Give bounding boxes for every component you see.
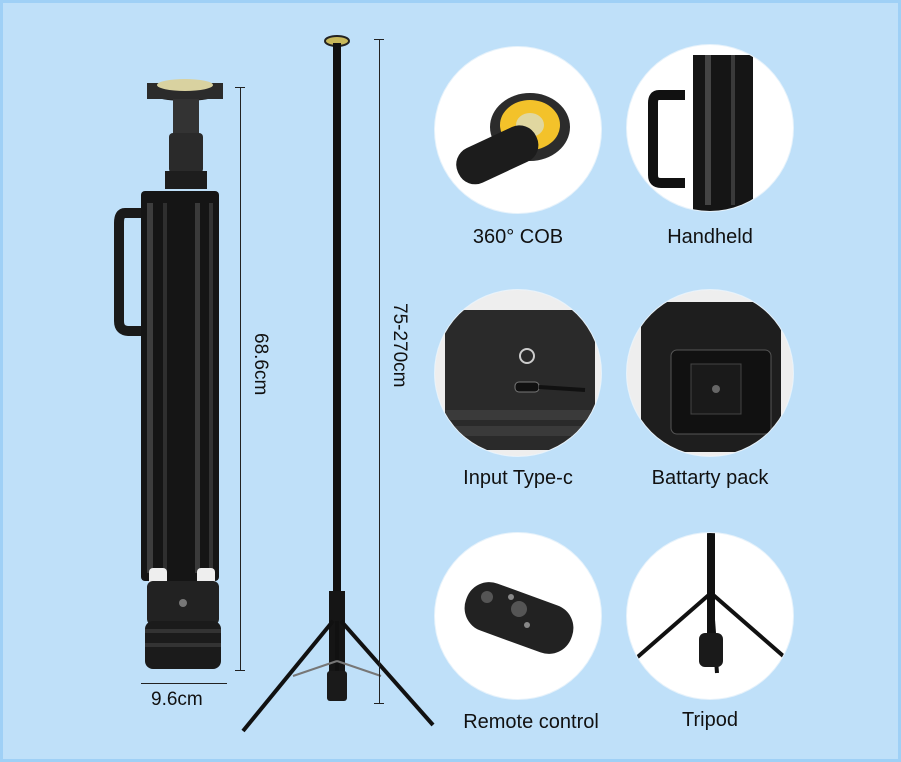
battery-pack-photo — [627, 290, 793, 456]
height-extended-label: 75-270cm — [389, 303, 410, 388]
feature-caption-cob: 360° COB — [472, 226, 564, 248]
height-dimension-tick-top — [235, 87, 245, 88]
extended-pole-illustration — [241, 35, 435, 733]
feature-caption-battery: Battarty pack — [651, 467, 769, 489]
extended-height-dimension-line — [379, 39, 380, 703]
remote-control-photo — [435, 533, 601, 699]
width-label: 9.6cm — [151, 689, 203, 710]
feature-caption-remote: Remote control — [463, 711, 599, 733]
feature-caption-handheld: Handheld — [667, 226, 753, 248]
extended-height-tick-bottom — [374, 703, 384, 704]
tripod-photo — [627, 533, 793, 699]
height-dimension-tick-bottom — [235, 670, 245, 671]
feature-caption-tripod: Tripod — [682, 709, 738, 731]
width-dimension-line — [141, 683, 227, 684]
extended-height-tick-top — [374, 39, 384, 40]
cob-light-photo — [435, 47, 601, 213]
height-dimension-line — [240, 87, 241, 670]
folded-light-illustration — [114, 79, 223, 669]
type-c-port-photo — [435, 290, 601, 456]
feature-caption-type-c: Input Type-c — [463, 467, 573, 489]
handheld-photo — [627, 45, 793, 211]
